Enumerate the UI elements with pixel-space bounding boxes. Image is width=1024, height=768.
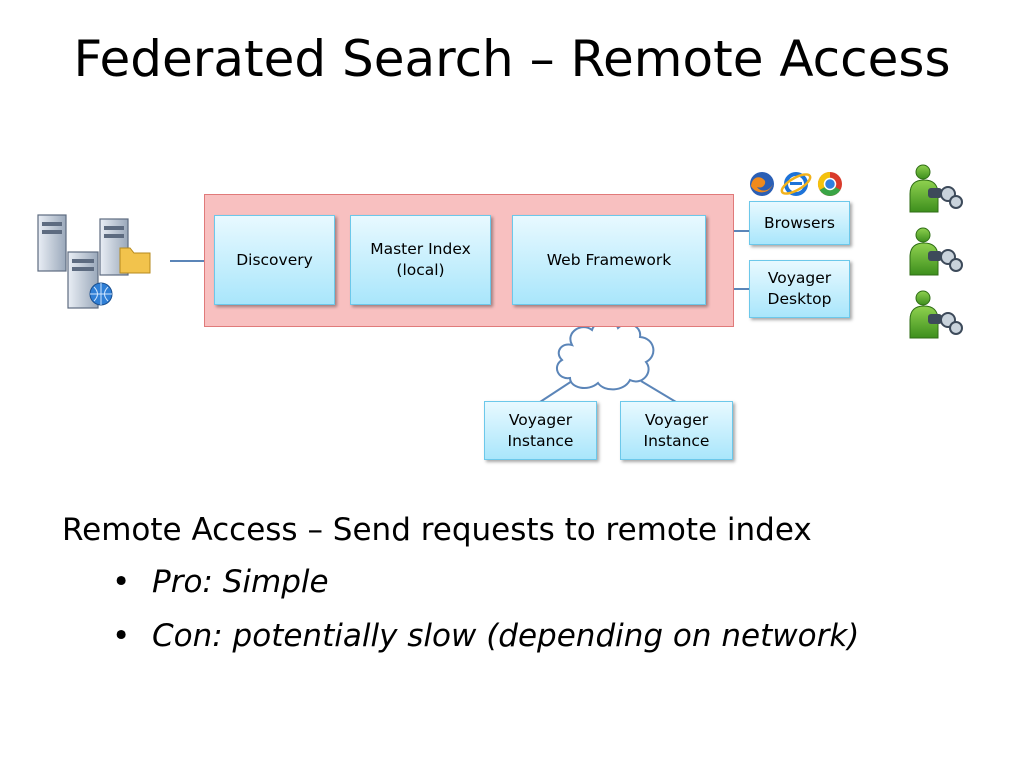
user-binoculars-icon	[909, 290, 963, 339]
slide-title: Federated Search – Remote Access	[73, 30, 951, 88]
bullet-item: • Con: potentially slow (depending on net…	[62, 618, 982, 654]
internet-explorer-icon	[780, 172, 812, 196]
web-framework-box: Web Framework	[512, 215, 706, 305]
discovery-box: Discovery	[214, 215, 335, 305]
bullet-item: • Pro: Simple	[62, 564, 982, 600]
bullet-marker: •	[112, 564, 131, 600]
voyager-instance-box: Voyager Instance	[620, 401, 733, 460]
bullet-list: • Pro: Simple • Con: potentially slow (dep…	[62, 564, 982, 654]
bullet-marker: •	[112, 618, 131, 654]
master-index-box: Master Index (local)	[350, 215, 491, 305]
connector-cloud-instance-1	[539, 380, 573, 403]
user-binoculars-icon	[909, 164, 963, 213]
user-binoculars-icon	[909, 227, 963, 276]
browsers-box: Browsers	[749, 201, 850, 245]
server-cluster-icon	[37, 214, 151, 309]
voyager-desktop-box: Voyager Desktop	[749, 260, 850, 318]
slide-body: Remote Access – Send requests to remote …	[62, 512, 982, 672]
bullet-text: Pro: Simple	[152, 564, 329, 600]
cloud-icon	[555, 319, 655, 391]
lead-text: Remote Access – Send requests to remote …	[62, 512, 812, 548]
bullet-text: Con: potentially slow (depending on netw…	[152, 618, 860, 654]
chrome-icon	[817, 172, 842, 197]
voyager-instance-box: Voyager Instance	[484, 401, 597, 460]
connector-cloud-instance-2	[640, 380, 677, 403]
firefox-icon	[750, 172, 774, 196]
